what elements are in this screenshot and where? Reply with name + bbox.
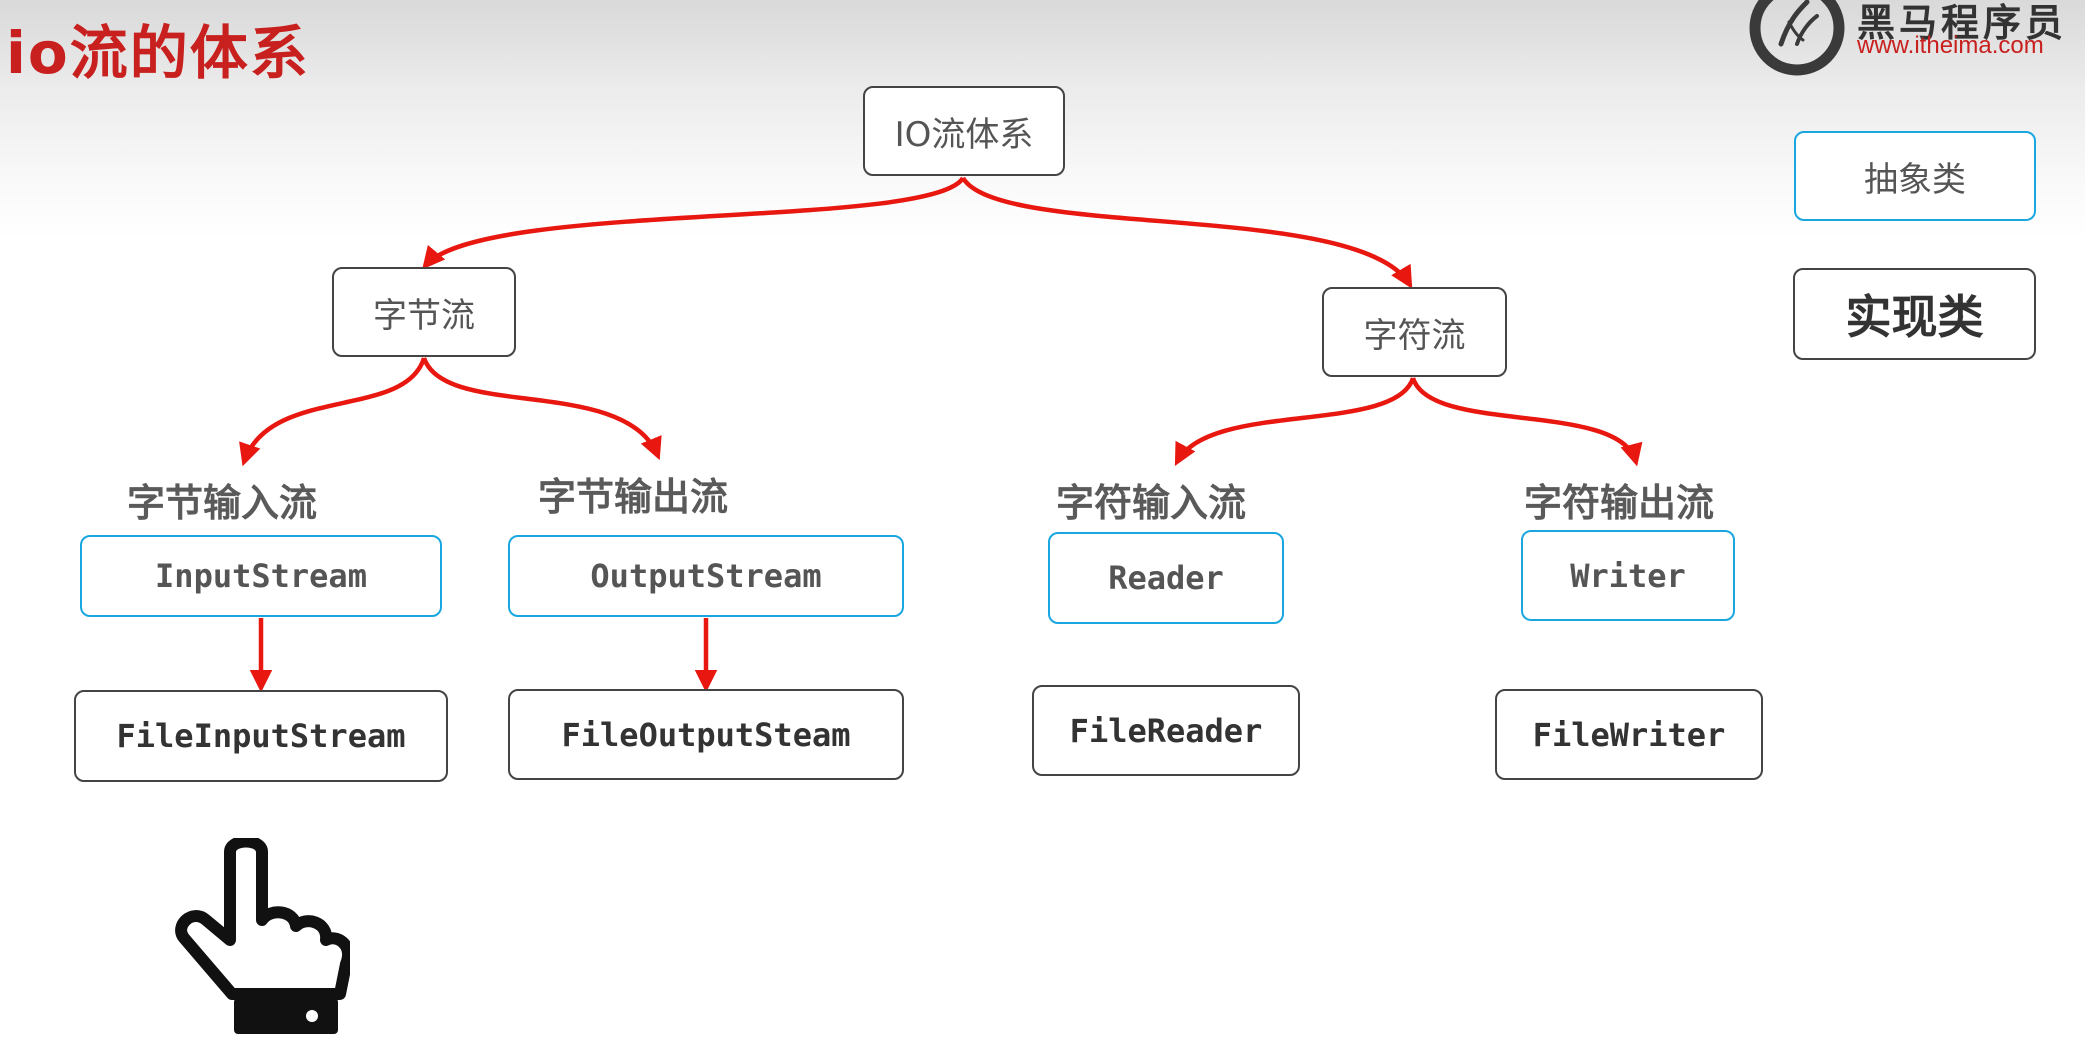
legend-concrete-class: 实现类 [1793, 268, 2036, 360]
logo-url: www.itheima.com [1857, 32, 2044, 59]
arrow-byte-stream-to-input [239, 357, 427, 467]
arrow-root-to-byte-stream [422, 176, 965, 270]
node-inputstream: InputStream [80, 535, 442, 617]
slide-title: io流的体系 [6, 19, 310, 87]
node-writer: Writer [1521, 530, 1735, 621]
node-io-stream-system: IO流体系 [863, 86, 1065, 176]
arrow-char-stream-to-output [1410, 377, 1643, 467]
node-fileinputstream: FileInputStream [74, 690, 448, 782]
node-outputstream: OutputStream [508, 535, 904, 617]
pointing-hand-cursor-icon [175, 838, 350, 1034]
arrow-root-to-char-stream [961, 176, 1413, 289]
heading-char-output-stream: 字符输出流 [1524, 481, 1715, 525]
heading-byte-input-stream: 字节输入流 [127, 481, 318, 525]
node-char-stream: 字符流 [1322, 287, 1507, 377]
arrow-char-stream-to-input [1174, 377, 1416, 466]
logo-name: 黑马程序员 [1857, 1, 2068, 45]
legend-abstract-class: 抽象类 [1794, 131, 2036, 221]
node-byte-stream: 字节流 [332, 267, 516, 357]
node-fileoutputsteam: FileOutputSteam [508, 689, 904, 780]
heading-byte-output-stream: 字节输出流 [538, 475, 729, 519]
itheima-logo-icon [1749, 0, 1845, 76]
brand-logo: 黑马程序员 www.itheima.com [1745, 0, 2075, 76]
node-filewriter: FileWriter [1495, 689, 1763, 780]
arrow-byte-stream-to-output [421, 357, 662, 461]
node-reader: Reader [1048, 532, 1284, 624]
heading-char-input-stream: 字符输入流 [1056, 481, 1247, 525]
node-filereader: FileReader [1032, 685, 1300, 776]
